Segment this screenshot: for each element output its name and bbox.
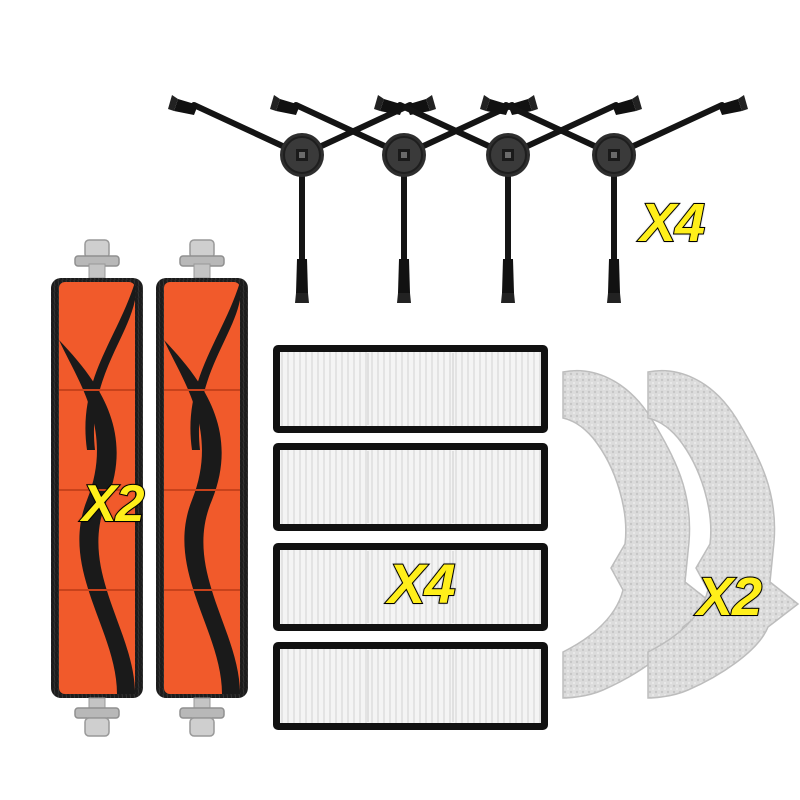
side-brush-icon [480, 95, 748, 303]
side-brush-icon [270, 95, 538, 303]
main-brush-quantity-label: X2 [81, 475, 146, 533]
filter-icon [272, 641, 549, 731]
mop-pad-group [562, 369, 799, 699]
filter-icon [272, 344, 549, 434]
filter-group [272, 344, 549, 731]
filter-quantity-label: X4 [387, 552, 456, 615]
filter-icon [272, 442, 549, 532]
main-brush-group [50, 239, 249, 737]
side-brush-quantity-label: X4 [639, 193, 706, 253]
roller-brush-icon [155, 239, 249, 737]
side-brush-icon [374, 95, 642, 303]
mop-pad-quantity-label: X2 [696, 567, 763, 627]
